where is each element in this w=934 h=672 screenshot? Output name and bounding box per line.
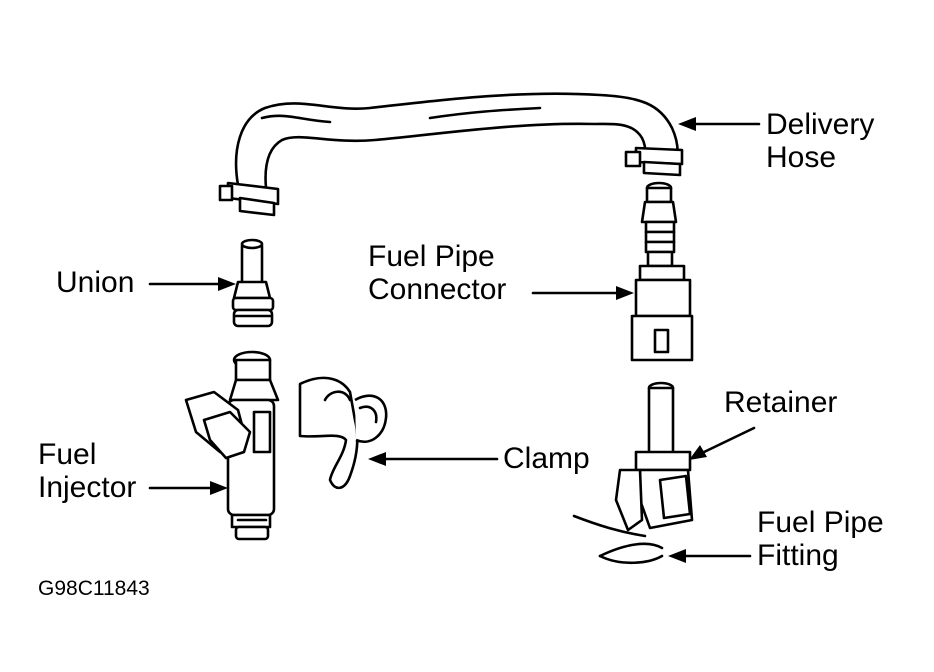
leader-delivery-hose	[678, 117, 761, 131]
leader-clamp	[368, 452, 499, 466]
clamp	[298, 376, 388, 490]
label-fuel-pipe-fitting: Fuel Pipe Fitting	[757, 506, 884, 572]
label-fuel-pipe-fitting-line-1: Fuel Pipe	[757, 506, 884, 539]
leader-fuel-pipe-fitting	[668, 549, 752, 563]
fuel-pipe-fitting	[572, 381, 694, 565]
label-delivery-hose-line-2: Hose	[766, 141, 837, 174]
label-fuel-pipe-connector-line-1: Fuel Pipe	[368, 240, 495, 273]
label-fuel-injector-line-2: Injector	[38, 471, 137, 504]
label-delivery-hose-line-1: Delivery	[766, 108, 875, 141]
fuel-pipe-connector	[630, 181, 694, 362]
label-union: Union	[56, 266, 135, 299]
leader-union	[148, 277, 236, 291]
leader-retainer	[689, 426, 756, 460]
label-retainer: Retainer	[724, 386, 838, 419]
label-delivery-hose: Delivery Hose	[766, 108, 874, 174]
leader-fuel-injector	[148, 481, 228, 495]
label-fuel-injector-line-1: Fuel	[38, 438, 97, 471]
figure-code: G98C11843	[38, 577, 150, 600]
label-fuel-pipe-fitting-line-2: Fitting	[757, 539, 839, 572]
leader-fuel-pipe-connector	[531, 286, 634, 300]
hose-clamp-right	[624, 146, 684, 177]
hose-clamp-left	[218, 181, 280, 217]
label-clamp: Clamp	[503, 442, 590, 475]
label-fuel-pipe-connector: Fuel Pipe Connector	[368, 240, 506, 306]
label-fuel-injector: Fuel Injector	[38, 438, 136, 504]
delivery-hose	[234, 92, 680, 190]
fuel-injector	[184, 350, 280, 541]
label-fuel-pipe-connector-line-2: Connector	[368, 273, 507, 306]
union	[231, 238, 275, 328]
